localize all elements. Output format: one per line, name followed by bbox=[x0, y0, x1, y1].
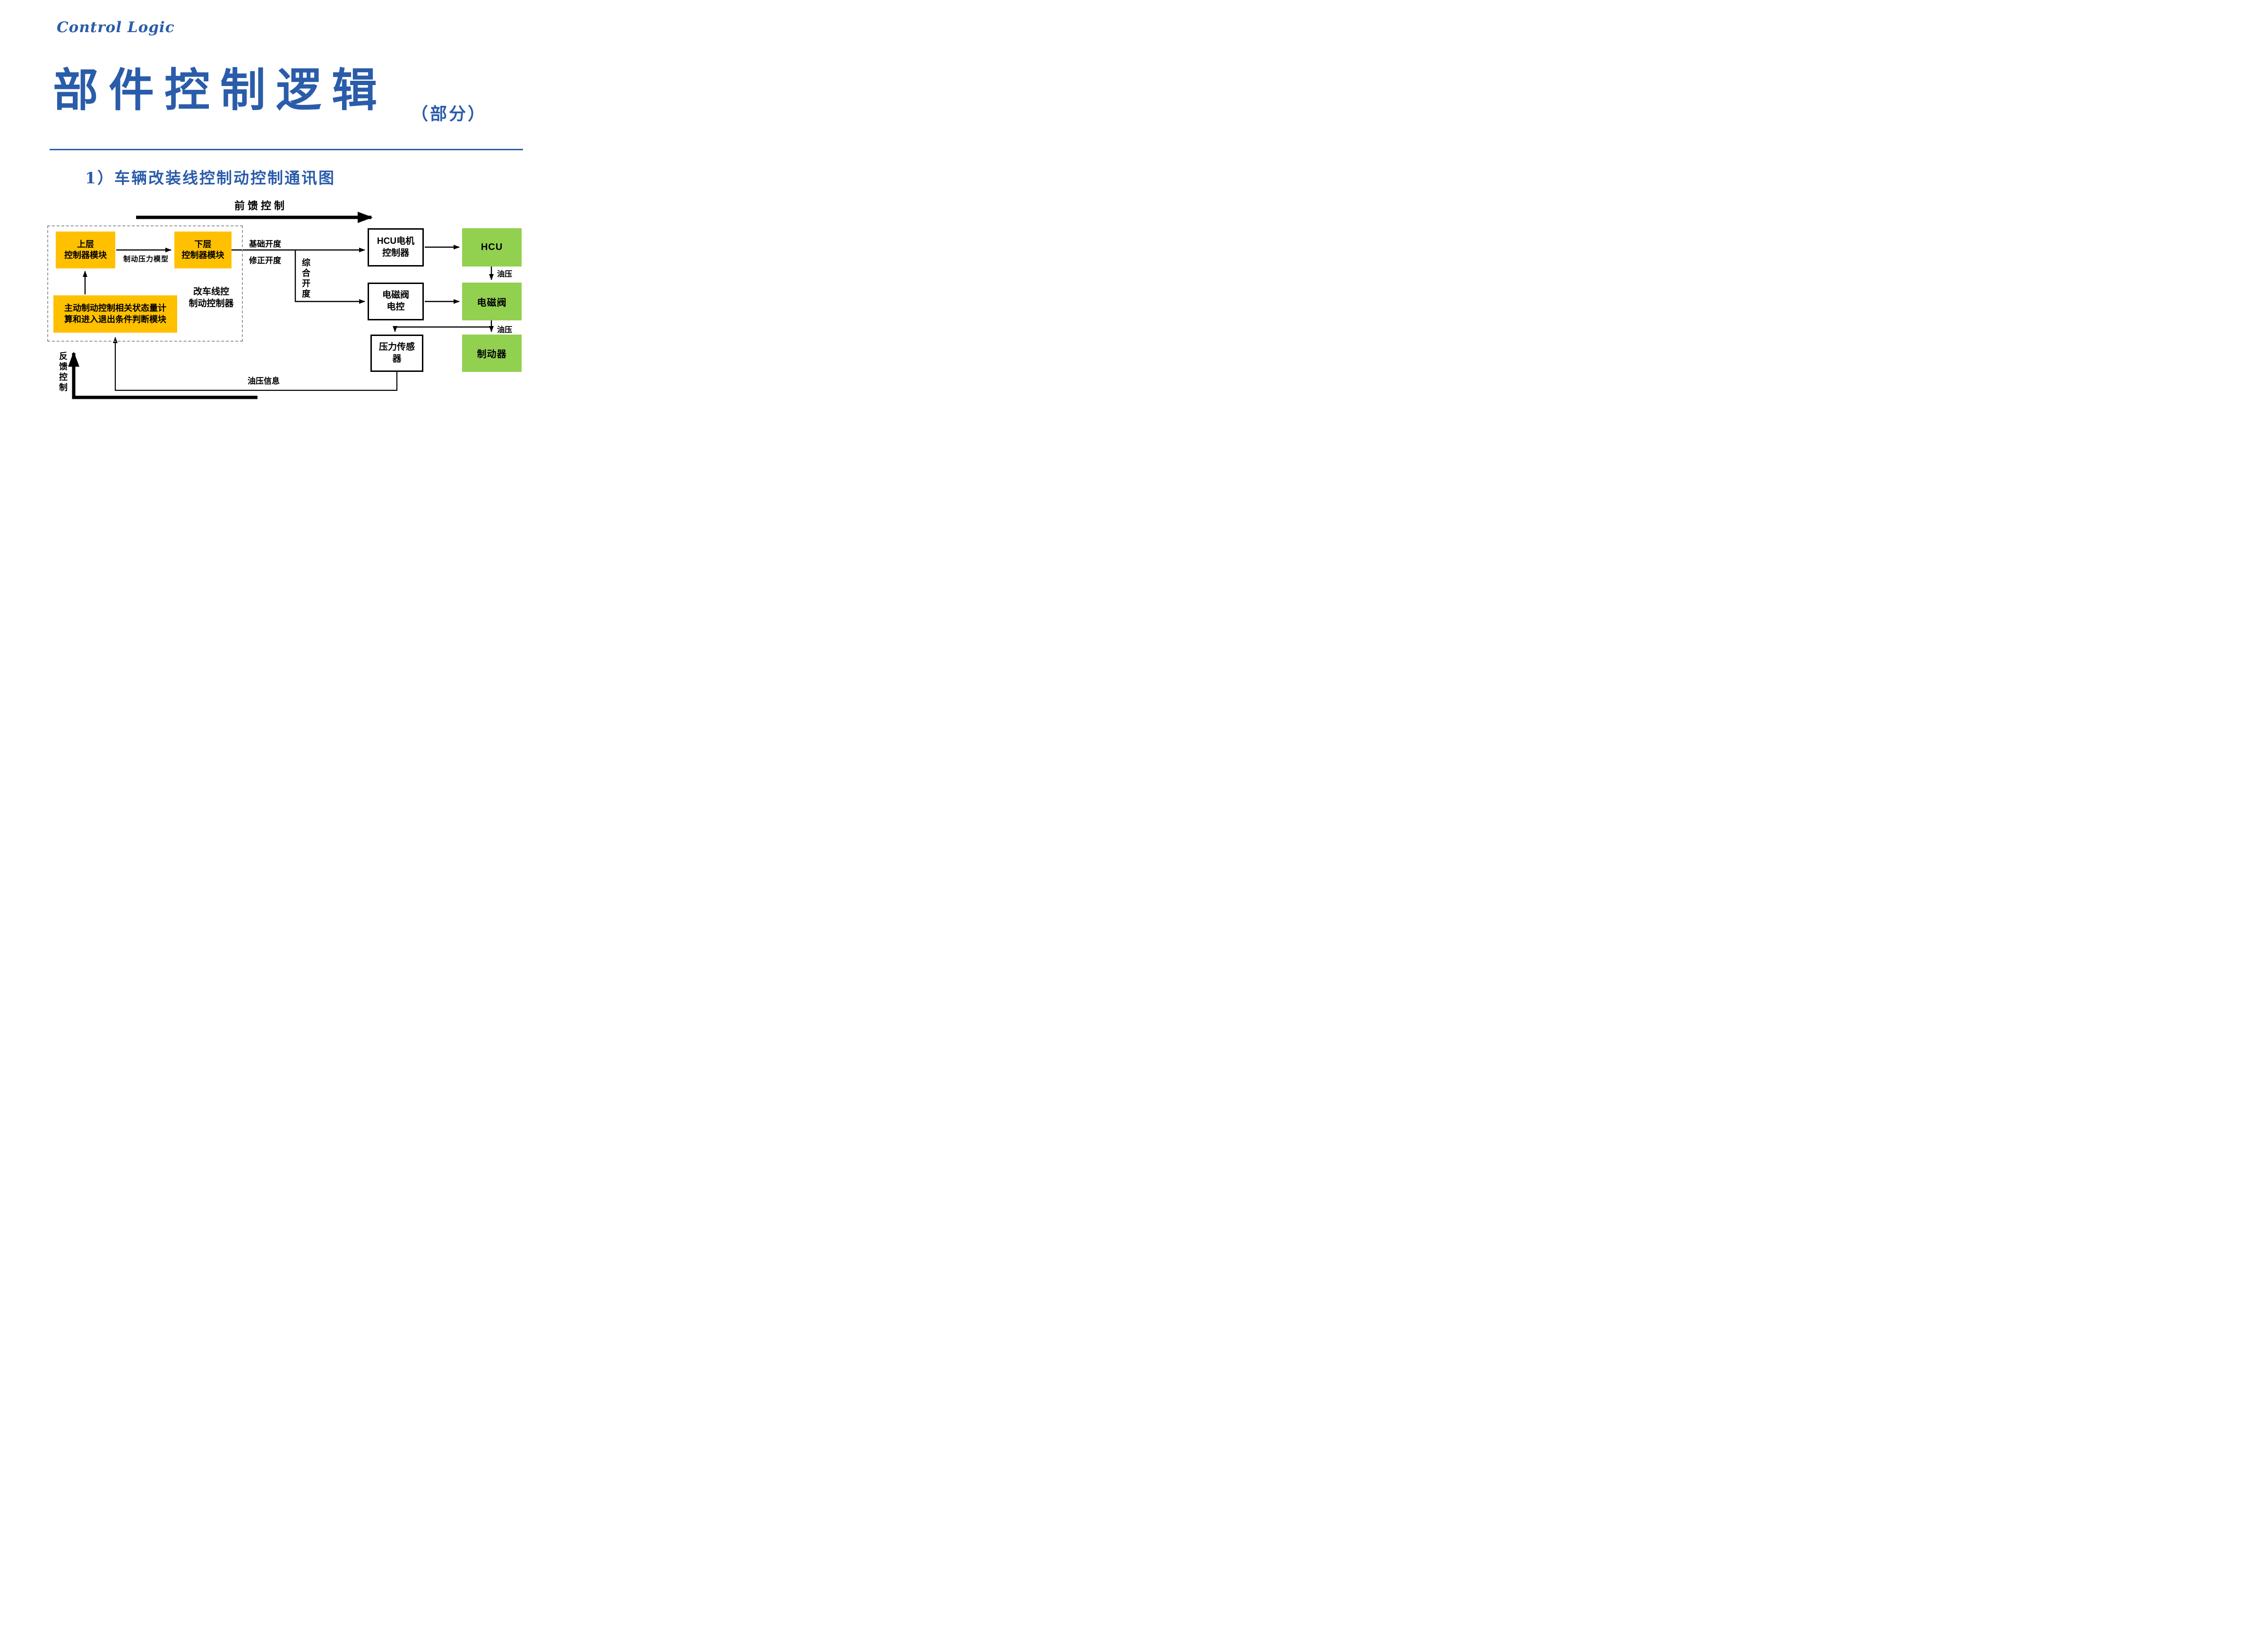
feedback-label: 反馈控制 bbox=[58, 352, 68, 393]
lower-controller-module-label: 下层 控制器模块 bbox=[181, 239, 224, 260]
upper-controller-module-label: 上层 控制器模块 bbox=[64, 239, 107, 260]
hcu-motor-controller-label: HCU电机 控制器 bbox=[377, 236, 415, 258]
hcu-motor-controller-box: HCU电机 控制器 bbox=[368, 228, 424, 267]
hcu-box: HCU bbox=[462, 228, 522, 267]
base-opening-label: 基础开度 bbox=[249, 240, 281, 249]
feedforward-label: 前馈控制 bbox=[234, 200, 288, 212]
title-divider bbox=[50, 149, 523, 150]
section-heading: 1）车辆改装线控制动控制通讯图 bbox=[85, 169, 335, 187]
brake-label: 制动器 bbox=[477, 349, 507, 360]
oil-pressure-info-label: 油压信息 bbox=[248, 377, 280, 386]
solenoid-valve-box: 电磁阀 bbox=[462, 283, 522, 320]
oil-pressure-hcu-label: 油压 bbox=[497, 270, 513, 278]
oil-pressure-valve-label: 油压 bbox=[497, 326, 513, 334]
feedback-arrow bbox=[68, 352, 258, 399]
wire-brake-controller-group-box bbox=[47, 225, 243, 342]
wire-brake-controller-group-label: 改车线控 制动控制器 bbox=[189, 287, 234, 309]
solenoid-valve-control-box: 电磁阀 电控 bbox=[368, 283, 424, 320]
page-title-note: （部分） bbox=[411, 104, 487, 124]
solenoid-valve-control-label: 电磁阀 电控 bbox=[382, 290, 409, 312]
solenoid-valve-label: 电磁阀 bbox=[477, 297, 507, 308]
slide: Control Logic 部件控制逻辑 （部分） 1）车辆改装线控制动控制通讯… bbox=[0, 0, 562, 413]
lower-controller-module-box: 下层 控制器模块 bbox=[174, 232, 232, 268]
integrated-opening-label: 综合开度 bbox=[301, 258, 310, 300]
brake-box: 制动器 bbox=[462, 335, 522, 372]
state-calculation-module-label: 主动制动控制相关状态量计 算和进入退出条件判断模块 bbox=[64, 303, 166, 324]
upper-controller-module-box: 上层 控制器模块 bbox=[56, 232, 115, 268]
corrected-opening-label: 修正开度 bbox=[249, 256, 281, 265]
branch-to-pressure-sensor-arrow bbox=[393, 326, 491, 332]
page-title: 部件控制逻辑 bbox=[53, 63, 387, 117]
brake-pressure-model-label: 制动压力模型 bbox=[123, 255, 169, 263]
state-calculation-module-box: 主动制动控制相关状态量计 算和进入退出条件判断模块 bbox=[53, 295, 177, 333]
pressure-sensor-label: 压力传感 器 bbox=[378, 342, 415, 364]
eyebrow-text: Control Logic bbox=[57, 19, 175, 36]
pressure-sensor-box: 压力传感 器 bbox=[370, 335, 423, 372]
hcu-label: HCU bbox=[481, 242, 503, 252]
